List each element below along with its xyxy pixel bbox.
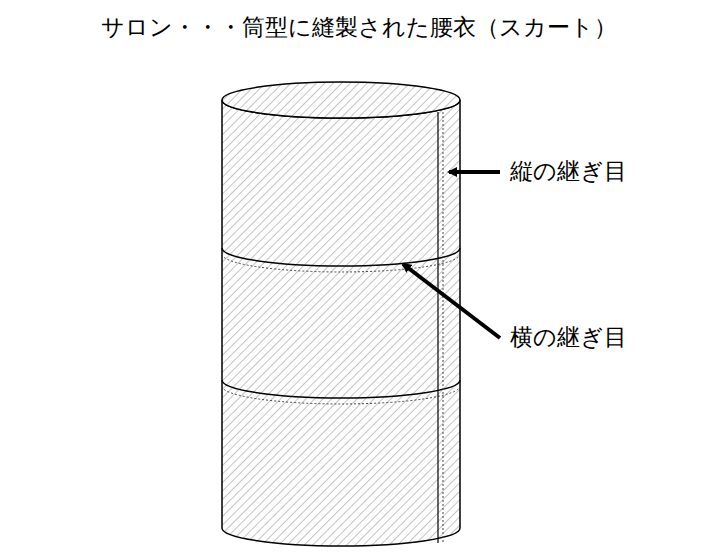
seam-stitch — [222, 386, 460, 404]
cylinder-body — [222, 100, 460, 546]
cylinder-top — [222, 82, 460, 118]
vertical-seam — [437, 112, 438, 543]
horizontal-seam — [222, 248, 460, 266]
seam-stitch — [443, 112, 444, 542]
diagram-title: サロン・・・筒型に縫製された腰衣（スカート） — [0, 12, 718, 43]
callout-label: 縦の継ぎ目 — [508, 156, 629, 187]
callout-label: 横の継ぎ目 — [508, 322, 629, 353]
leader-arrow — [403, 264, 500, 338]
leader-arrow — [449, 170, 500, 174]
horizontal-seam — [222, 380, 460, 398]
seam-stitch — [222, 254, 460, 272]
